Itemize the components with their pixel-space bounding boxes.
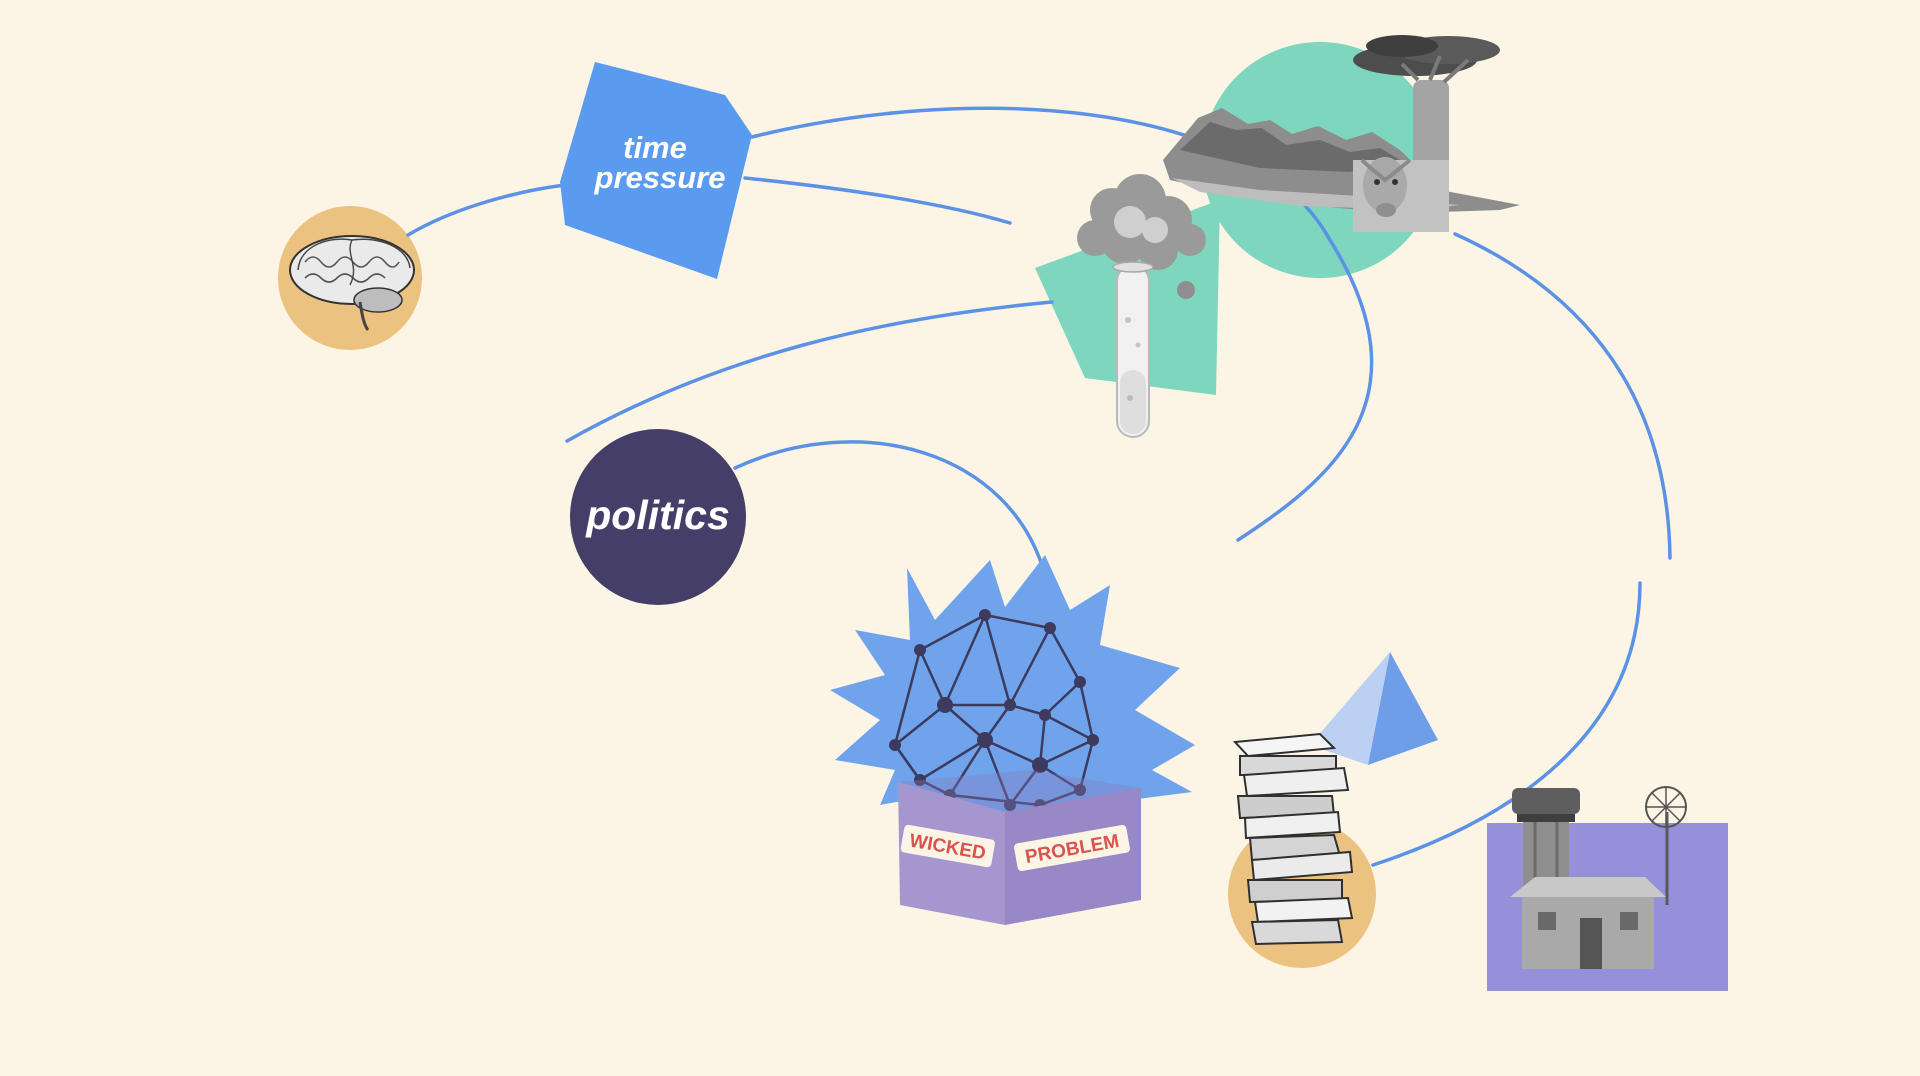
- wicked-problem-node: WICKED PROBLEM: [830, 555, 1195, 925]
- connector-brain-time: [406, 183, 567, 237]
- connector-politics-wicked: [733, 440, 1047, 577]
- connector-left-test-tube: [565, 300, 1054, 443]
- connector-lines: [406, 106, 1672, 867]
- wicked-problem-box: WICKED PROBLEM: [898, 770, 1141, 925]
- politics-label: politics: [585, 492, 730, 538]
- politics-node: politics: [570, 429, 746, 605]
- landscape-baobab-cow-icon: [1163, 35, 1520, 232]
- time-pressure-line2: pressure: [594, 160, 726, 195]
- pyramid-icon: [1310, 652, 1438, 765]
- connector-time-right: [743, 176, 1012, 225]
- network-burst-icon: [830, 555, 1195, 840]
- time-pressure-line1: time: [623, 130, 687, 165]
- time-pressure-pentagon: [560, 62, 752, 279]
- connector-time-landscape: [750, 106, 1374, 542]
- connector-books-right: [1371, 581, 1642, 867]
- politics-circle: [570, 429, 746, 605]
- brain-icon: [289, 235, 415, 331]
- time-pressure-node: time pressure: [560, 62, 752, 279]
- clouds-test-tube-icon: [1077, 174, 1206, 438]
- water-tower-building-icon: [1510, 786, 1687, 969]
- books-stack-icon: [1232, 732, 1354, 946]
- connector-landscape-right: [1453, 232, 1672, 560]
